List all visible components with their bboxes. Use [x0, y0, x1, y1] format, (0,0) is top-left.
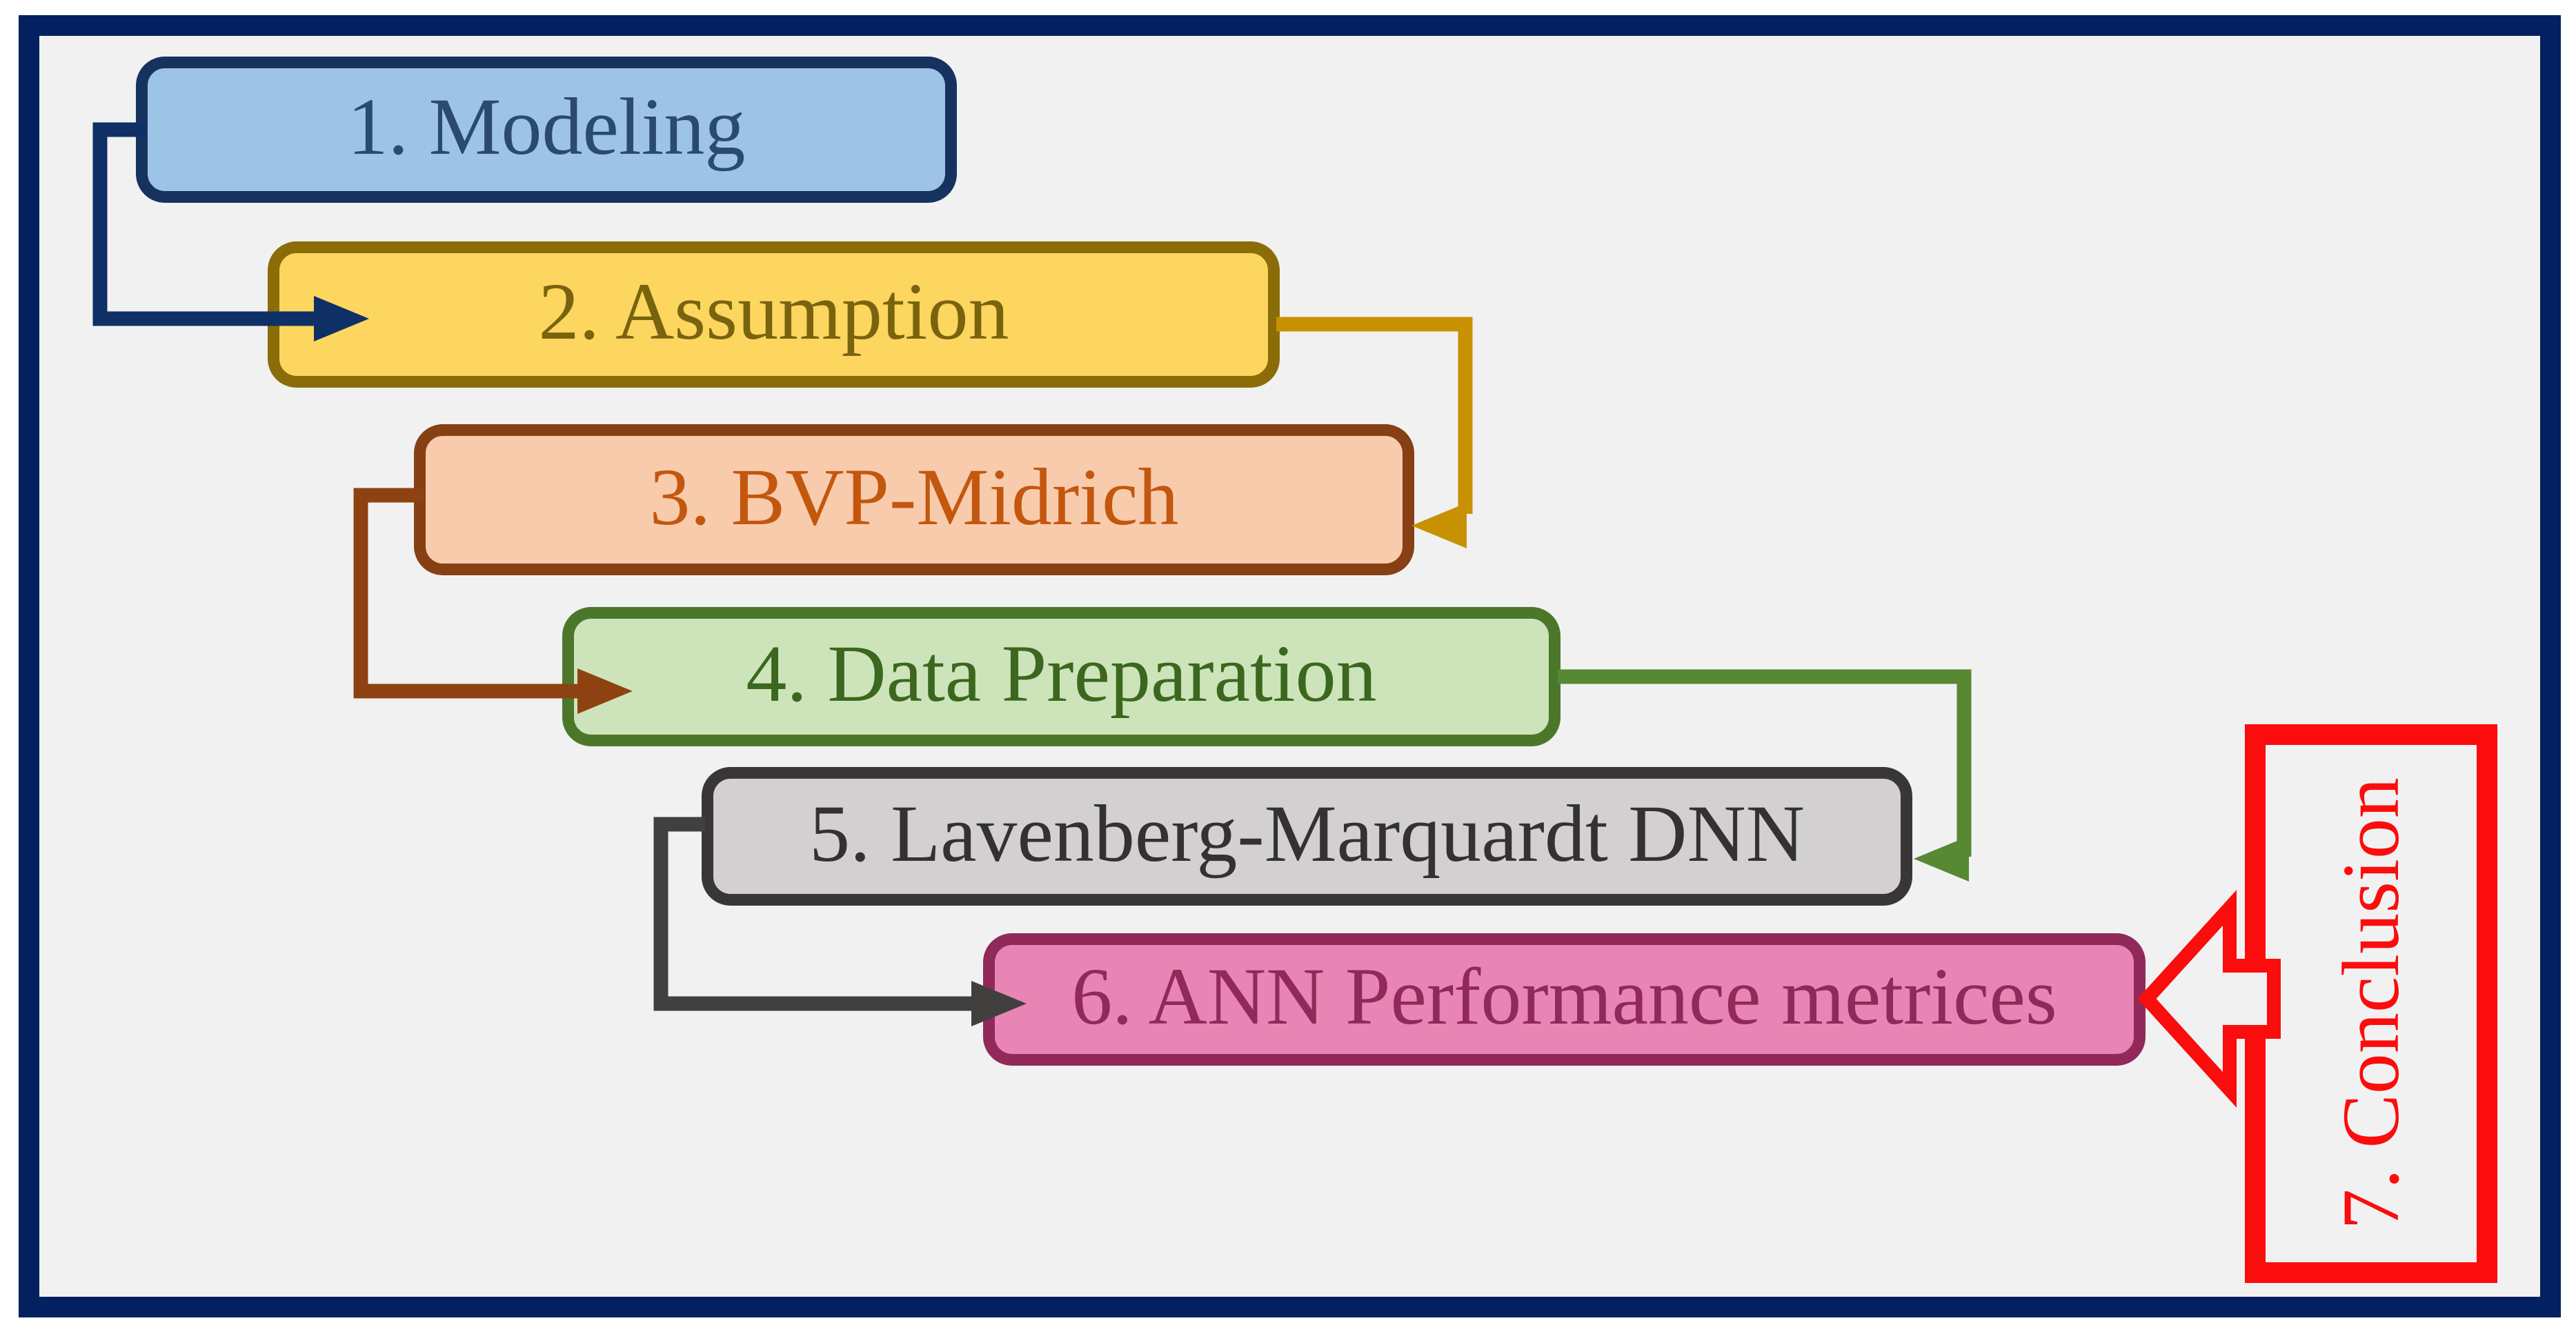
flow-step-modeling-label: 1. Modeling: [347, 81, 746, 172]
flow-step-data-preparation: 4. Data Preparation: [562, 607, 1561, 746]
flow-step-bvp-midrich: 3. BVP-Midrich: [414, 424, 1414, 575]
flow-step-modeling: 1. Modeling: [136, 57, 957, 203]
flow-step-conclusion-label: 7. Conclusion: [2326, 777, 2417, 1230]
flow-step-assumption: 2. Assumption: [268, 241, 1280, 388]
flow-step-bvp-midrich-label: 3. BVP-Midrich: [649, 451, 1179, 542]
flow-step-assumption-label: 2. Assumption: [538, 266, 1009, 357]
flow-step-ann-performance-metrices: 6. ANN Performance metrices: [983, 933, 2146, 1066]
flow-step-data-preparation-label: 4. Data Preparation: [746, 628, 1377, 719]
flow-step-lavenberg-marquardt-dnn: 5. Lavenberg-Marquardt DNN: [702, 767, 1912, 906]
flow-step-ann-performance-metrices-label: 6. ANN Performance metrices: [1071, 951, 2057, 1042]
flow-step-lavenberg-marquardt-dnn-label: 5. Lavenberg-Marquardt DNN: [809, 788, 1805, 879]
flow-step-conclusion: 7. Conclusion: [2245, 724, 2497, 1283]
